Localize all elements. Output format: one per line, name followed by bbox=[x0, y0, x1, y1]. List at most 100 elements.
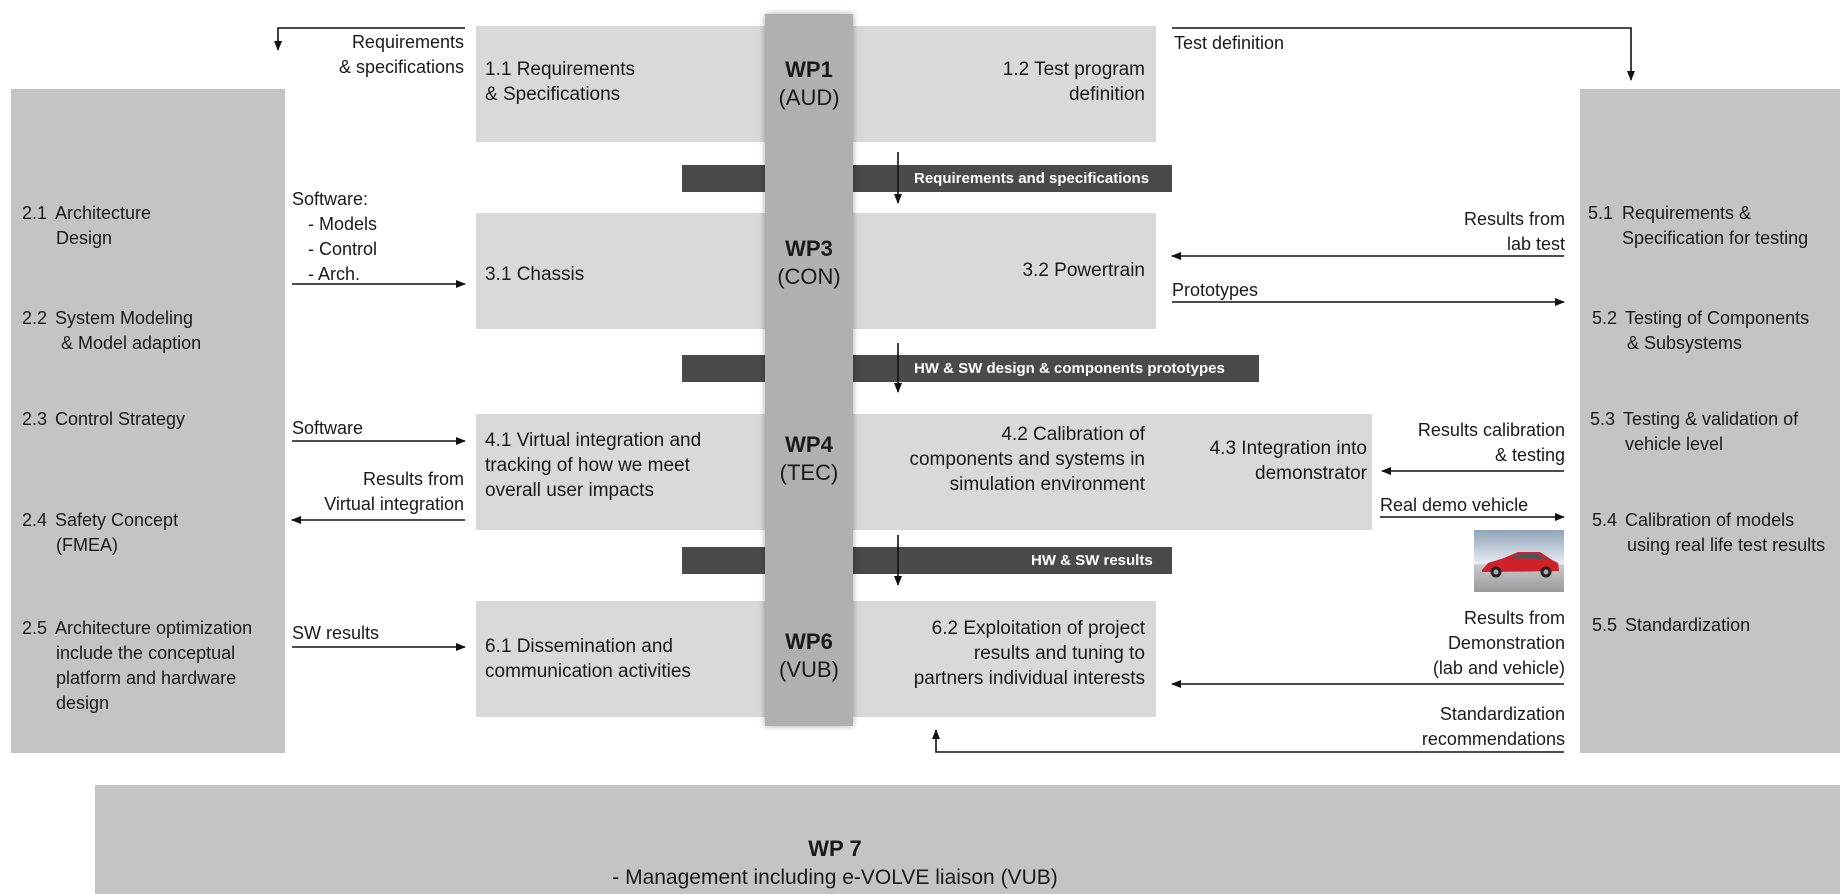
flow-req-spec-line: & specifications bbox=[338, 57, 464, 77]
flow-prototypes: Prototypes bbox=[1172, 280, 1259, 300]
task-4-2-line: simulation environment bbox=[949, 474, 1145, 495]
flow-results-lab-line: lab test bbox=[1506, 234, 1565, 254]
wp6-title: WP6 bbox=[785, 629, 833, 654]
task-6-2-line: 6.2 Exploitation of project bbox=[931, 618, 1145, 639]
car-icon bbox=[1482, 552, 1559, 578]
flow-results-calib-line: Results calibration bbox=[1417, 420, 1565, 440]
left-item-line: Safety Concept bbox=[55, 510, 179, 530]
wp4-box bbox=[476, 414, 1372, 530]
task-1-1-line: 1.1 Requirements bbox=[485, 59, 635, 80]
wp4-label: WP4(TEC) bbox=[765, 431, 853, 487]
right-item-num: 5.3 bbox=[1590, 409, 1616, 429]
left-item-line: (FMEA) bbox=[56, 535, 118, 555]
task-4-1-line: overall user impacts bbox=[485, 480, 654, 501]
right-item-line: using real life test results bbox=[1627, 535, 1826, 555]
right-panel bbox=[1580, 89, 1840, 753]
left-item-line: Architecture bbox=[55, 203, 152, 223]
left-panel bbox=[11, 89, 285, 753]
task-4-1: 4.1 Virtual integration and tracking of … bbox=[485, 428, 701, 503]
demo-vehicle-image bbox=[1474, 530, 1564, 592]
task-6-2-line: partners individual interests bbox=[913, 668, 1145, 689]
flow-sw-results: SW results bbox=[292, 623, 380, 643]
left-item-num: 2.2 bbox=[22, 308, 48, 328]
flow-software-line: - Models bbox=[308, 214, 378, 234]
right-item-line: Testing of Components bbox=[1625, 308, 1810, 328]
left-item-num: 2.3 bbox=[22, 409, 48, 429]
left-item-line: Architecture optimization bbox=[55, 618, 253, 638]
arrow-std-rec bbox=[932, 729, 1564, 753]
wp7-panel bbox=[95, 785, 1840, 894]
flow-software-line: Software: bbox=[292, 189, 369, 209]
wp4-title: WP4 bbox=[785, 432, 833, 457]
task-1-1-line: & Specifications bbox=[485, 84, 621, 105]
wp1-label: WP1 (AUD) bbox=[765, 56, 853, 112]
flow-results-demo: Results from Demonstration (lab and vehi… bbox=[1433, 606, 1565, 681]
left-item-num: 2.5 bbox=[22, 618, 48, 638]
bar-requirements: Requirements and specifications bbox=[682, 165, 1172, 192]
right-item-line: Testing & validation of bbox=[1623, 409, 1799, 429]
task-4-1-line: 4.1 Virtual integration and bbox=[485, 430, 702, 451]
wp3-lead: (CON) bbox=[777, 264, 841, 289]
flow-results-virtual-line: Virtual integration bbox=[324, 494, 464, 514]
left-item-num: 2.1 bbox=[22, 203, 48, 223]
wp6-lead: (VUB) bbox=[779, 657, 839, 682]
flow-results-calib-line: & testing bbox=[1494, 445, 1565, 465]
bar-results: HW & SW results bbox=[682, 547, 1172, 574]
right-item-num: 5.2 bbox=[1592, 308, 1618, 328]
bar-requirements-label: Requirements and specifications bbox=[914, 170, 1150, 187]
flow-software-line: - Arch. bbox=[308, 264, 361, 284]
left-item-line: include the conceptual bbox=[56, 643, 236, 663]
left-item-line: Control Strategy bbox=[55, 409, 186, 429]
task-3-1: 3.1 Chassis bbox=[485, 264, 585, 285]
flow-software-line: - Control bbox=[308, 239, 378, 259]
right-item-num: 5.1 bbox=[1588, 203, 1614, 223]
flow-std-rec-line: recommendations bbox=[1421, 729, 1565, 749]
right-item-line: Calibration of models bbox=[1625, 510, 1795, 530]
left-item-line: platform and hardware bbox=[56, 668, 237, 688]
flow-results-virtual: Results from Virtual integration bbox=[324, 467, 464, 517]
task-4-3-line: 4.3 Integration into bbox=[1209, 438, 1367, 459]
wp1-title: WP1 bbox=[785, 57, 833, 82]
flow-software-list: Software: - Models - Control - Arch. bbox=[292, 187, 377, 287]
right-item-line: & Subsystems bbox=[1627, 333, 1743, 353]
flow-std-rec: Standardization recommendations bbox=[1422, 702, 1565, 752]
task-4-2-line: components and systems in bbox=[909, 449, 1145, 470]
right-item-num: 5.4 bbox=[1592, 510, 1618, 530]
task-6-1-line: 6.1 Dissemination and bbox=[485, 636, 673, 657]
flow-req-spec-line: Requirements bbox=[351, 32, 464, 52]
flow-results-virtual-line: Results from bbox=[362, 469, 464, 489]
right-item-line: vehicle level bbox=[1625, 434, 1724, 454]
task-6-1-line: communication activities bbox=[485, 661, 691, 682]
left-item-line: Design bbox=[56, 228, 113, 248]
flow-results-calib: Results calibration & testing bbox=[1418, 418, 1565, 468]
left-item-line: design bbox=[56, 693, 110, 713]
flow-test-def: Test definition bbox=[1174, 33, 1285, 53]
wp1-lead: (AUD) bbox=[778, 85, 840, 110]
task-4-2: 4.2 Calibration of components and system… bbox=[909, 422, 1145, 497]
wp7-title: WP 7 bbox=[808, 836, 862, 861]
task-1-1: 1.1 Requirements & Specifications bbox=[485, 57, 635, 107]
flow-results-demo-line: (lab and vehicle) bbox=[1432, 658, 1565, 678]
wp3-title: WP3 bbox=[785, 236, 833, 261]
flow-results-lab: Results from lab test bbox=[1464, 207, 1565, 257]
task-4-3-line: demonstrator bbox=[1255, 463, 1367, 484]
right-item-num: 5.5 bbox=[1592, 615, 1618, 635]
flow-real-demo: Real demo vehicle bbox=[1380, 495, 1529, 515]
flow-std-rec-line: Standardization bbox=[1439, 704, 1565, 724]
task-4-1-line: tracking of how we meet bbox=[485, 455, 690, 476]
right-item-line: Standardization bbox=[1625, 615, 1751, 635]
bar-results-label: HW & SW results bbox=[1031, 552, 1153, 569]
flow-results-demo-line: Results from bbox=[1463, 608, 1565, 628]
flow-results-demo-line: Demonstration bbox=[1447, 633, 1565, 653]
flow-results-lab-line: Results from bbox=[1463, 209, 1565, 229]
right-item-line: Requirements & bbox=[1622, 203, 1752, 223]
bar-design-label: HW & SW design & components prototypes bbox=[914, 360, 1225, 377]
task-1-2-line: definition bbox=[1068, 84, 1145, 105]
wp3-label: WP3 (CON) bbox=[765, 235, 853, 291]
left-item-num: 2.4 bbox=[22, 510, 48, 530]
wp7-line: - Management including e-VOLVE liaison (… bbox=[612, 866, 1058, 889]
flow-req-spec: Requirements & specifications bbox=[339, 30, 464, 80]
task-6-2: 6.2 Exploitation of project results and … bbox=[914, 616, 1145, 691]
task-3-2: 3.2 Powertrain bbox=[1022, 260, 1145, 281]
